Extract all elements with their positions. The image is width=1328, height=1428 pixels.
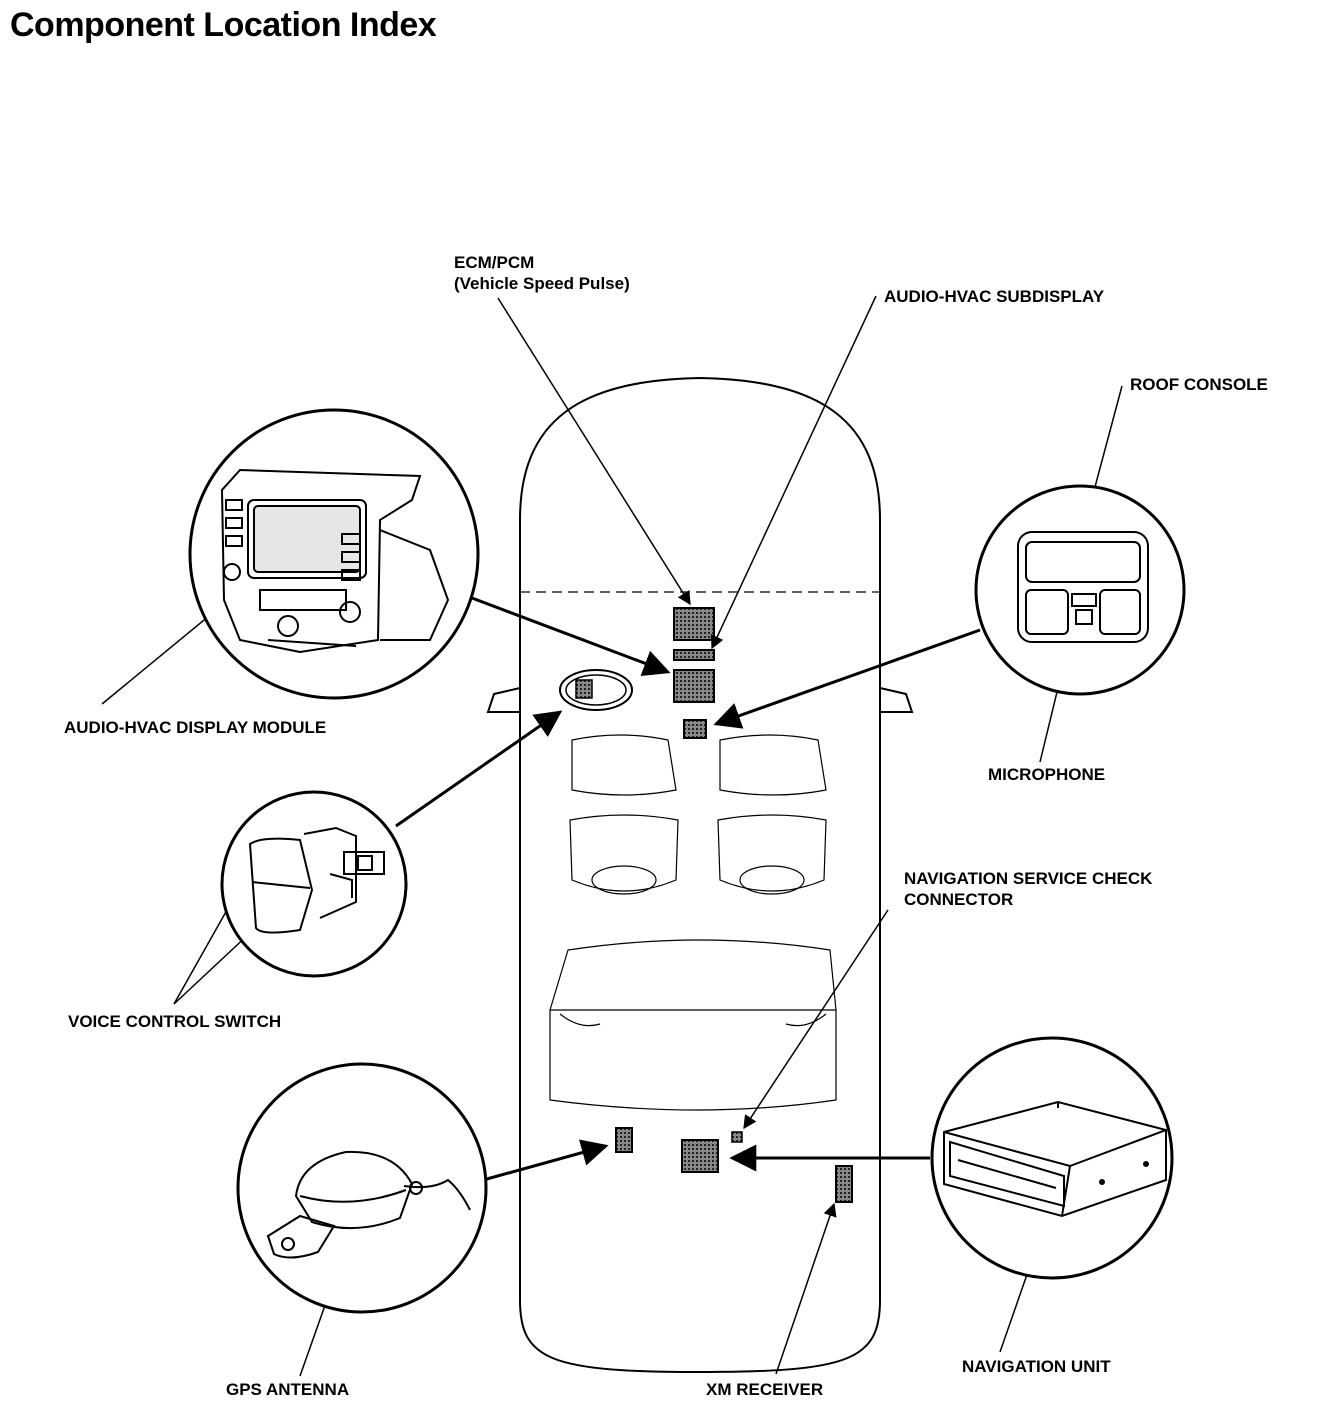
xm-receiver-marker[interactable] bbox=[835, 1165, 853, 1203]
display-module-leader bbox=[471, 596, 671, 677]
front-seats bbox=[569, 734, 827, 895]
audio-hvac-display-module-marker[interactable] bbox=[673, 669, 715, 703]
label-gps-antenna: GPS ANTENNA bbox=[226, 1380, 349, 1399]
label-ecm-pcm: ECM/PCM bbox=[454, 253, 534, 272]
label-ecm-pcm-sub: (Vehicle Speed Pulse) bbox=[454, 274, 630, 293]
ecm-pcm-leader bbox=[497, 297, 691, 606]
roof-console-detail bbox=[974, 484, 1186, 696]
label-microphone: MICROPHONE bbox=[988, 765, 1105, 784]
gps-antenna-detail bbox=[236, 1062, 488, 1314]
label-voice-control-switch: VOICE CONTROL SWITCH bbox=[68, 1012, 281, 1031]
voice-switch-leader bbox=[395, 710, 563, 828]
voice-control-switch-detail bbox=[220, 790, 408, 978]
microphone-marker[interactable] bbox=[683, 719, 707, 739]
gps-leader bbox=[475, 1139, 609, 1184]
microphone-leader bbox=[713, 628, 981, 729]
voice-control-switch-marker[interactable] bbox=[559, 669, 633, 711]
gps-antenna-marker[interactable] bbox=[615, 1127, 633, 1153]
subdisplay-leader bbox=[711, 295, 877, 650]
label-xm-receiver: XM RECEIVER bbox=[706, 1380, 823, 1399]
label-roof-console: ROOF CONSOLE bbox=[1130, 375, 1268, 394]
navigation-service-check-connector-marker[interactable] bbox=[731, 1131, 743, 1143]
label-nav-service-check-line1: NAVIGATION SERVICE CHECK bbox=[904, 869, 1153, 888]
vehicle-outline bbox=[486, 376, 914, 1374]
page-title: Component Location Index bbox=[10, 6, 437, 44]
rear-seat bbox=[549, 939, 837, 1111]
navigation-unit-detail bbox=[930, 1036, 1174, 1280]
label-navigation-unit: NAVIGATION UNIT bbox=[962, 1357, 1111, 1376]
audio-hvac-display-module-detail bbox=[188, 408, 480, 700]
navigation-unit-marker[interactable] bbox=[681, 1139, 719, 1173]
label-audio-hvac-display-module: AUDIO-HVAC DISPLAY MODULE bbox=[64, 718, 326, 737]
nav-check-leader bbox=[743, 909, 889, 1130]
audio-hvac-subdisplay-marker[interactable] bbox=[673, 649, 715, 661]
xm-leader bbox=[775, 1202, 837, 1375]
label-audio-hvac-subdisplay: AUDIO-HVAC SUBDISPLAY bbox=[884, 287, 1105, 306]
ecm-pcm-marker[interactable] bbox=[673, 607, 715, 641]
label-nav-service-check-line2: CONNECTOR bbox=[904, 890, 1013, 909]
